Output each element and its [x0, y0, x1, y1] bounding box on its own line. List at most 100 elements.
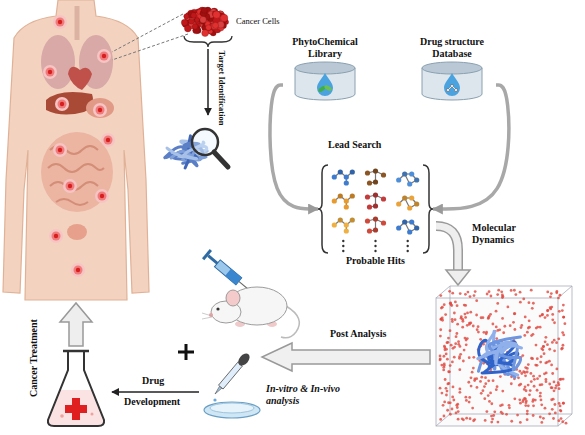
- water-particles: [493, 410, 496, 413]
- molecule: [373, 168, 378, 173]
- water-particles: [534, 399, 537, 402]
- water-particles: [554, 387, 557, 390]
- water-particles: [539, 416, 542, 419]
- water-particles: [524, 404, 527, 407]
- label-holder: Molecular Dynamics: [472, 222, 536, 245]
- water-particles: [540, 347, 543, 350]
- target-marker: [68, 184, 72, 188]
- target-marker: [53, 15, 67, 29]
- cancer-cells: [201, 7, 207, 13]
- mouse: [216, 307, 219, 310]
- water-particles: [487, 394, 490, 397]
- water-particles: [533, 378, 536, 381]
- flask: [65, 405, 87, 413]
- water-particles: [553, 321, 556, 324]
- bracket: [423, 165, 433, 253]
- target-marker: [106, 138, 110, 142]
- water-particles: [532, 375, 535, 378]
- water-particles: [446, 341, 449, 344]
- water-particles: [449, 364, 452, 367]
- cancer-cells: [181, 7, 228, 37]
- water-particles: [473, 294, 476, 297]
- arrow: [112, 391, 199, 393]
- molecule: [344, 228, 349, 233]
- cancer-cells: [192, 24, 197, 29]
- arrow: [207, 49, 209, 115]
- water-particles: [546, 309, 549, 312]
- syringe: [225, 269, 242, 285]
- water-particles: [488, 290, 491, 293]
- hollow-arrow: [446, 270, 470, 285]
- leader-line: [112, 34, 188, 60]
- water-particles: [513, 312, 516, 315]
- water-particles: [526, 410, 529, 413]
- water-particles: [458, 368, 461, 371]
- water-particles: [443, 364, 446, 367]
- cancer-cells: [181, 19, 187, 25]
- molecule: [373, 203, 378, 208]
- database-cylinder: [422, 62, 482, 74]
- water-particles: [528, 326, 531, 329]
- water-particles: [523, 334, 526, 337]
- water-particles: [536, 326, 539, 329]
- label: In-vitro & In-vivo analysis: [266, 383, 340, 406]
- target-marker: [101, 133, 115, 147]
- water-particles: [553, 339, 556, 342]
- water-particles: [510, 382, 513, 385]
- water-particles: [454, 301, 457, 304]
- simulation-box: [436, 298, 558, 426]
- water-particles: [464, 316, 467, 319]
- water-particles: [546, 343, 549, 346]
- label: Cancer Cells: [236, 17, 280, 27]
- water-particles: [487, 316, 490, 319]
- water-particles: [497, 421, 500, 424]
- hollow-arrow: [436, 226, 470, 285]
- target-marker: [101, 133, 115, 147]
- water-particles: [447, 370, 450, 373]
- water-particles: [490, 415, 493, 418]
- water-particles: [551, 386, 554, 389]
- molecule: [396, 225, 401, 230]
- water-particles: [449, 329, 452, 332]
- syringe: [202, 249, 212, 260]
- water-particles: [525, 400, 528, 403]
- leader-line: [112, 14, 188, 60]
- water-particles: [462, 320, 465, 323]
- human-body: [46, 92, 93, 115]
- water-particles: [562, 378, 565, 381]
- target-marker: [53, 15, 67, 29]
- molecule: [344, 198, 349, 203]
- mouse: [202, 313, 212, 319]
- water-particles: [496, 302, 499, 305]
- water-particles: [444, 346, 447, 349]
- water-particles: [544, 340, 547, 343]
- water-particles: [520, 326, 523, 329]
- node-text: Drug structure Database: [408, 36, 496, 59]
- water-particles: [551, 341, 554, 344]
- water-particles: [461, 417, 464, 420]
- water-particles: [553, 389, 556, 392]
- water-particles: [528, 301, 531, 304]
- water-particles: [466, 337, 469, 340]
- human-body: [3, 0, 149, 300]
- water-particles: [445, 353, 448, 356]
- flask: [48, 352, 104, 426]
- water-particles: [501, 390, 504, 393]
- water-particles: [454, 342, 457, 345]
- water-particles: [449, 413, 452, 416]
- target-marker: [95, 189, 109, 203]
- water-particles: [451, 292, 454, 295]
- database-cylinder: [295, 62, 355, 74]
- database-cylinder: Drug structure Database: [408, 36, 496, 103]
- water-particles: [439, 289, 568, 425]
- ellipsis-dot: [342, 245, 344, 247]
- target-marker: [56, 18, 65, 27]
- water-particles: [492, 379, 495, 382]
- cancer-cells: [206, 25, 212, 31]
- water-particles: [558, 402, 561, 405]
- water-particles: [526, 412, 529, 415]
- molecule: [344, 204, 349, 209]
- water-particles: [486, 293, 489, 296]
- water-particles: [452, 399, 455, 402]
- water-particles: [538, 375, 541, 378]
